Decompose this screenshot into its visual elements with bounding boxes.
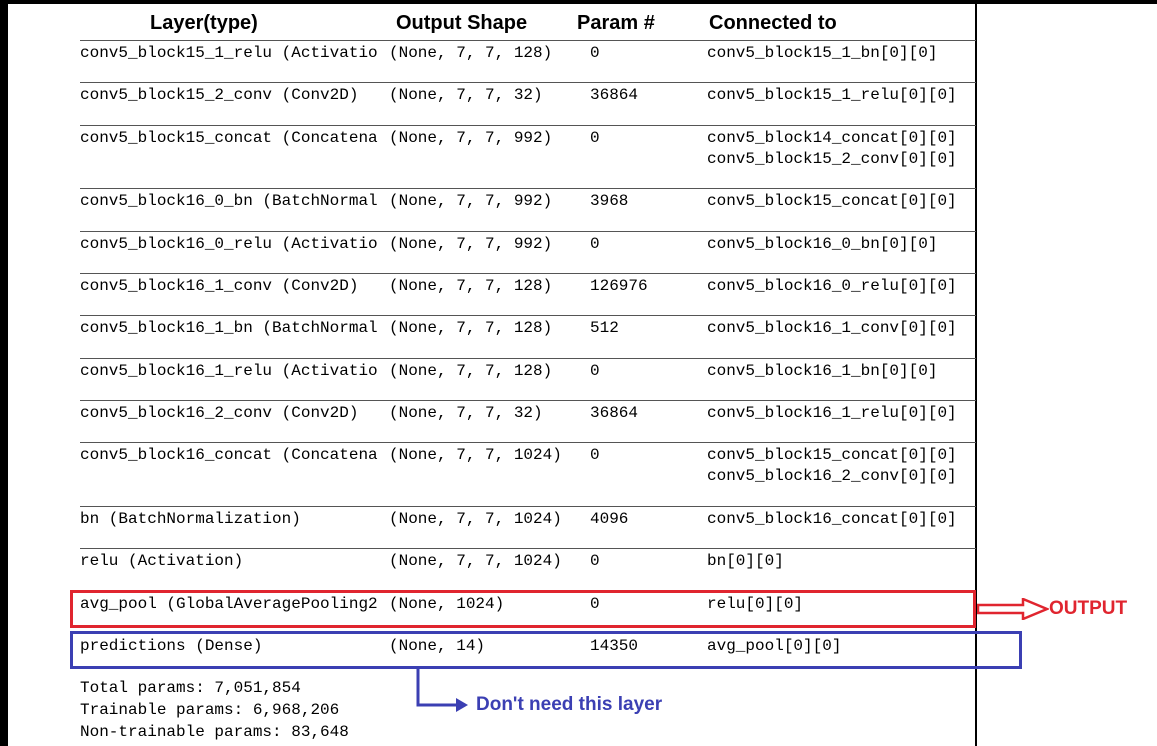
param-count-cell: 0	[590, 595, 600, 613]
connected-layer-ref: conv5_block16_2_conv[0][0]	[707, 467, 957, 485]
param-count-cell: 14350	[590, 637, 639, 655]
header-output-shape: Output Shape	[396, 12, 528, 34]
param-count-cell: 126976	[590, 277, 648, 295]
connected-layer-ref: avg_pool[0][0]	[707, 637, 842, 655]
output-shape-cell: (None, 7, 7, 1024)	[389, 446, 562, 464]
connected-layer-ref: conv5_block16_0_bn[0][0]	[707, 235, 938, 253]
connected-to-cell: conv5_block14_concat[0][0] conv5_block15_…	[707, 128, 957, 170]
layer-name-cell: conv5_block16_concat (Concatena	[80, 446, 378, 464]
output-shape-cell: (None, 7, 7, 992)	[389, 235, 553, 253]
connected-layer-ref: conv5_block15_1_bn[0][0]	[707, 44, 938, 62]
connected-to-cell: conv5_block16_concat[0][0]	[707, 509, 957, 530]
output-shape-cell: (None, 7, 7, 128)	[389, 319, 553, 337]
output-shape-cell: (None, 7, 7, 1024)	[389, 510, 562, 528]
connected-to-cell: conv5_block15_1_bn[0][0]	[707, 43, 937, 64]
connected-to-cell: conv5_block16_0_bn[0][0]	[707, 234, 937, 255]
layer-name-cell: avg_pool (GlobalAveragePooling2	[80, 595, 378, 613]
layer-name-cell: conv5_block16_1_bn (BatchNormal	[80, 319, 378, 337]
param-count-cell: 36864	[590, 404, 639, 422]
row-separator	[80, 273, 976, 274]
connected-to-cell: conv5_block15_concat[0][0]	[707, 191, 957, 212]
connected-to-cell: conv5_block15_concat[0][0] conv5_block16_…	[707, 445, 957, 487]
param-count-cell: 0	[590, 44, 600, 62]
header-layer-type: Layer(type)	[150, 12, 258, 34]
output-shape-cell: (None, 14)	[389, 637, 486, 655]
connected-to-cell: conv5_block16_1_bn[0][0]	[707, 361, 937, 382]
layer-name-cell: conv5_block16_1_relu (Activatio	[80, 362, 378, 380]
connected-to-cell: avg_pool[0][0]	[707, 636, 841, 657]
connected-layer-ref: conv5_block16_1_conv[0][0]	[707, 319, 957, 337]
connected-layer-ref: conv5_block16_1_relu[0][0]	[707, 404, 957, 422]
connected-layer-ref: conv5_block16_0_relu[0][0]	[707, 277, 957, 295]
layer-name-cell: relu (Activation)	[80, 552, 244, 570]
param-count-cell: 4096	[590, 510, 629, 528]
output-shape-cell: (None, 7, 7, 128)	[389, 277, 553, 295]
output-shape-cell: (None, 7, 7, 992)	[389, 129, 553, 147]
output-label: OUTPUT	[1049, 598, 1128, 619]
connected-layer-ref: conv5_block16_concat[0][0]	[707, 510, 957, 528]
param-count-cell: 0	[590, 129, 600, 147]
connected-to-cell: conv5_block16_1_relu[0][0]	[707, 403, 957, 424]
param-count-cell: 3968	[590, 192, 629, 210]
output-shape-cell: (None, 7, 7, 128)	[389, 362, 553, 380]
row-separator	[80, 188, 976, 189]
skip-layer-label: Don't need this layer	[476, 694, 663, 715]
header-param-count: Param #	[577, 12, 655, 34]
row-separator	[80, 358, 976, 359]
connected-to-cell: conv5_block16_1_conv[0][0]	[707, 318, 957, 339]
layer-name-cell: conv5_block15_1_relu (Activatio	[80, 44, 378, 62]
row-separator	[80, 442, 976, 443]
layer-name-cell: bn (BatchNormalization)	[80, 510, 301, 528]
connected-layer-ref: relu[0][0]	[707, 595, 804, 613]
right-border-line	[975, 4, 977, 746]
layer-name-cell: conv5_block15_concat (Concatena	[80, 129, 378, 147]
param-count-cell: 0	[590, 235, 600, 253]
connected-to-cell: bn[0][0]	[707, 551, 784, 572]
non-trainable-params: Non-trainable params: 83,648	[80, 723, 349, 741]
output-shape-cell: (None, 1024)	[389, 595, 505, 613]
row-separator	[80, 315, 976, 316]
layer-name-cell: conv5_block16_2_conv (Conv2D)	[80, 404, 359, 422]
layer-name-cell: conv5_block15_2_conv (Conv2D)	[80, 86, 359, 104]
row-separator	[80, 125, 976, 126]
layer-name-cell: conv5_block16_1_conv (Conv2D)	[80, 277, 359, 295]
param-count-cell: 36864	[590, 86, 639, 104]
row-separator	[80, 400, 976, 401]
connected-layer-ref: conv5_block15_2_conv[0][0]	[707, 150, 957, 168]
output-shape-cell: (None, 7, 7, 1024)	[389, 552, 562, 570]
connected-layer-ref: conv5_block15_1_relu[0][0]	[707, 86, 957, 104]
layer-name-cell: conv5_block16_0_bn (BatchNormal	[80, 192, 378, 210]
connected-layer-ref: bn[0][0]	[707, 552, 784, 570]
output-arrow-icon	[977, 598, 1049, 620]
param-count-cell: 0	[590, 362, 600, 380]
param-count-cell: 512	[590, 319, 619, 337]
connected-to-cell: conv5_block16_0_relu[0][0]	[707, 276, 957, 297]
connected-to-cell: conv5_block15_1_relu[0][0]	[707, 85, 957, 106]
param-count-cell: 0	[590, 446, 600, 464]
total-params: Total params: 7,051,854	[80, 679, 301, 697]
row-separator	[80, 40, 976, 41]
skip-arrow-icon	[416, 669, 468, 712]
output-layer-highlight	[70, 590, 976, 628]
row-separator	[80, 548, 976, 549]
model-summary-sheet	[8, 4, 1157, 746]
trainable-params: Trainable params: 6,968,206	[80, 701, 340, 719]
connected-layer-ref: conv5_block14_concat[0][0]	[707, 129, 957, 147]
connected-to-cell: relu[0][0]	[707, 594, 803, 615]
connected-layer-ref: conv5_block15_concat[0][0]	[707, 192, 957, 210]
row-separator	[80, 506, 976, 507]
param-count-cell: 0	[590, 552, 600, 570]
layer-name-cell: conv5_block16_0_relu (Activatio	[80, 235, 378, 253]
connected-layer-ref: conv5_block16_1_bn[0][0]	[707, 362, 938, 380]
output-shape-cell: (None, 7, 7, 992)	[389, 192, 553, 210]
connected-layer-ref: conv5_block15_concat[0][0]	[707, 446, 957, 464]
row-separator	[80, 82, 976, 83]
output-shape-cell: (None, 7, 7, 32)	[389, 404, 543, 422]
header-connected-to: Connected to	[709, 12, 837, 34]
row-separator	[80, 231, 976, 232]
output-shape-cell: (None, 7, 7, 128)	[389, 44, 553, 62]
unneeded-layer-highlight	[70, 631, 1022, 669]
layer-name-cell: predictions (Dense)	[80, 637, 263, 655]
output-shape-cell: (None, 7, 7, 32)	[389, 86, 543, 104]
